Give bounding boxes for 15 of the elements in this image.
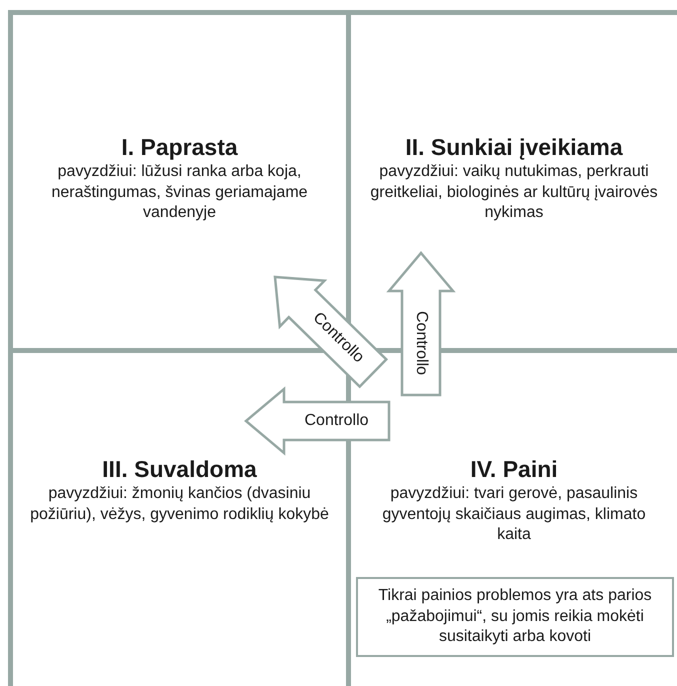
edge-label: Controllo [304, 412, 369, 430]
edge-label: Controllo [412, 310, 430, 376]
block-arrow [244, 386, 390, 456]
block-arrow [274, 276, 388, 388]
quadrant-title: III. Suvaldoma [102, 455, 257, 484]
example-text: pavyzdžiui: tvari gerovė, pasaulinis gyventojų skaičiaus augimas, klimato kaita [381, 484, 647, 546]
example-text: pavyzdžiui: žmonių kančios (dvasiniu požiūriu), vėžys, gyvenimo rodiklių kokybė [30, 484, 330, 525]
example-text: pavyzdžiui: lūžusi ranka arba koja, neraštingumas, švinas geriamajame vandenyje [50, 162, 309, 224]
quadrant-title: I. Paprasta [121, 133, 238, 162]
note-box [356, 577, 674, 657]
quadrant-title: II. Sunkiai įveikiama [405, 133, 623, 162]
block-arrow [386, 251, 456, 396]
note-text: Tikrai painios problemos yra ats parios „pažabojimui“, su jomis reikia mokėti susitaikyti arba kovoti [377, 586, 653, 648]
quadrant-title: IV. Paini [470, 455, 558, 484]
example-text: pavyzdžiui: vaikų nutukimas, perkrauti greitkeliai, biologinės ar kultūrų įvairovės nykimas [369, 162, 659, 224]
